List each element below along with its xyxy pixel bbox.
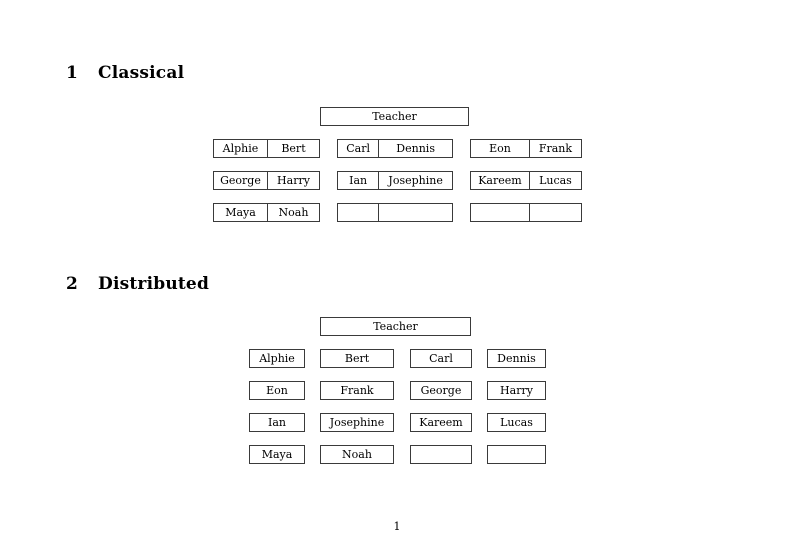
section-number: 2: [66, 274, 79, 294]
classical-group-3-row-2: Kareem Lucas: [470, 171, 582, 190]
distributed-cell: [410, 445, 472, 464]
distributed-cell: Ian: [249, 413, 305, 432]
classical-group-2-row-1: Carl Dennis: [337, 139, 453, 158]
classical-teacher-box: Teacher: [320, 107, 469, 126]
name-cell: Alphie: [222, 142, 259, 155]
classical-group-1-row-1: Alphie Bert: [213, 139, 320, 158]
name-cell: [338, 204, 378, 221]
distributed-cell: [487, 445, 546, 464]
section-title: Distributed: [98, 274, 210, 294]
distributed-cell: Maya: [249, 445, 305, 464]
name-cell: Dennis: [378, 140, 452, 157]
classical-group-2-row-3: [337, 203, 453, 222]
name-cell: Noah: [266, 204, 319, 221]
name-cell: [471, 204, 529, 221]
name-cell: Josephine: [378, 172, 452, 189]
distributed-cell: Frank: [320, 381, 394, 400]
section-heading-classical: 1 Classical: [66, 63, 184, 83]
name-cell: Eon: [489, 142, 511, 155]
distributed-cell: Alphie: [249, 349, 305, 368]
name-cell: Kareem: [478, 174, 522, 187]
distributed-cell: Josephine: [320, 413, 394, 432]
distributed-cell: Dennis: [487, 349, 546, 368]
distributed-cell: Lucas: [487, 413, 546, 432]
distributed-cell: George: [410, 381, 472, 400]
distributed-cell: Kareem: [410, 413, 472, 432]
distributed-cell: Noah: [320, 445, 394, 464]
name-cell: Carl: [346, 142, 371, 155]
classical-group-3-row-1: Eon Frank: [470, 139, 582, 158]
section-number: 1: [66, 63, 79, 83]
classical-group-2-row-2: Ian Josephine: [337, 171, 453, 190]
name-cell: Ian: [349, 174, 368, 187]
section-title: Classical: [98, 63, 185, 83]
classical-group-3-row-3: [470, 203, 582, 222]
page-number: 1: [393, 520, 401, 533]
name-cell: Frank: [528, 140, 581, 157]
name-cell: Maya: [225, 206, 256, 219]
classical-group-1-row-3: Maya Noah: [213, 203, 320, 222]
distributed-cell: Harry: [487, 381, 546, 400]
section-heading-distributed: 2 Distributed: [66, 274, 209, 294]
distributed-cell: Eon: [249, 381, 305, 400]
classical-group-1-row-2: George Harry: [213, 171, 320, 190]
name-cell: Bert: [266, 140, 319, 157]
distributed-teacher-box: Teacher: [320, 317, 471, 336]
name-cell: Harry: [266, 172, 319, 189]
name-cell: [378, 204, 452, 221]
name-cell: George: [220, 174, 261, 187]
distributed-cell: Bert: [320, 349, 394, 368]
name-cell: Lucas: [528, 172, 581, 189]
distributed-cell: Carl: [410, 349, 472, 368]
name-cell: [528, 204, 581, 221]
